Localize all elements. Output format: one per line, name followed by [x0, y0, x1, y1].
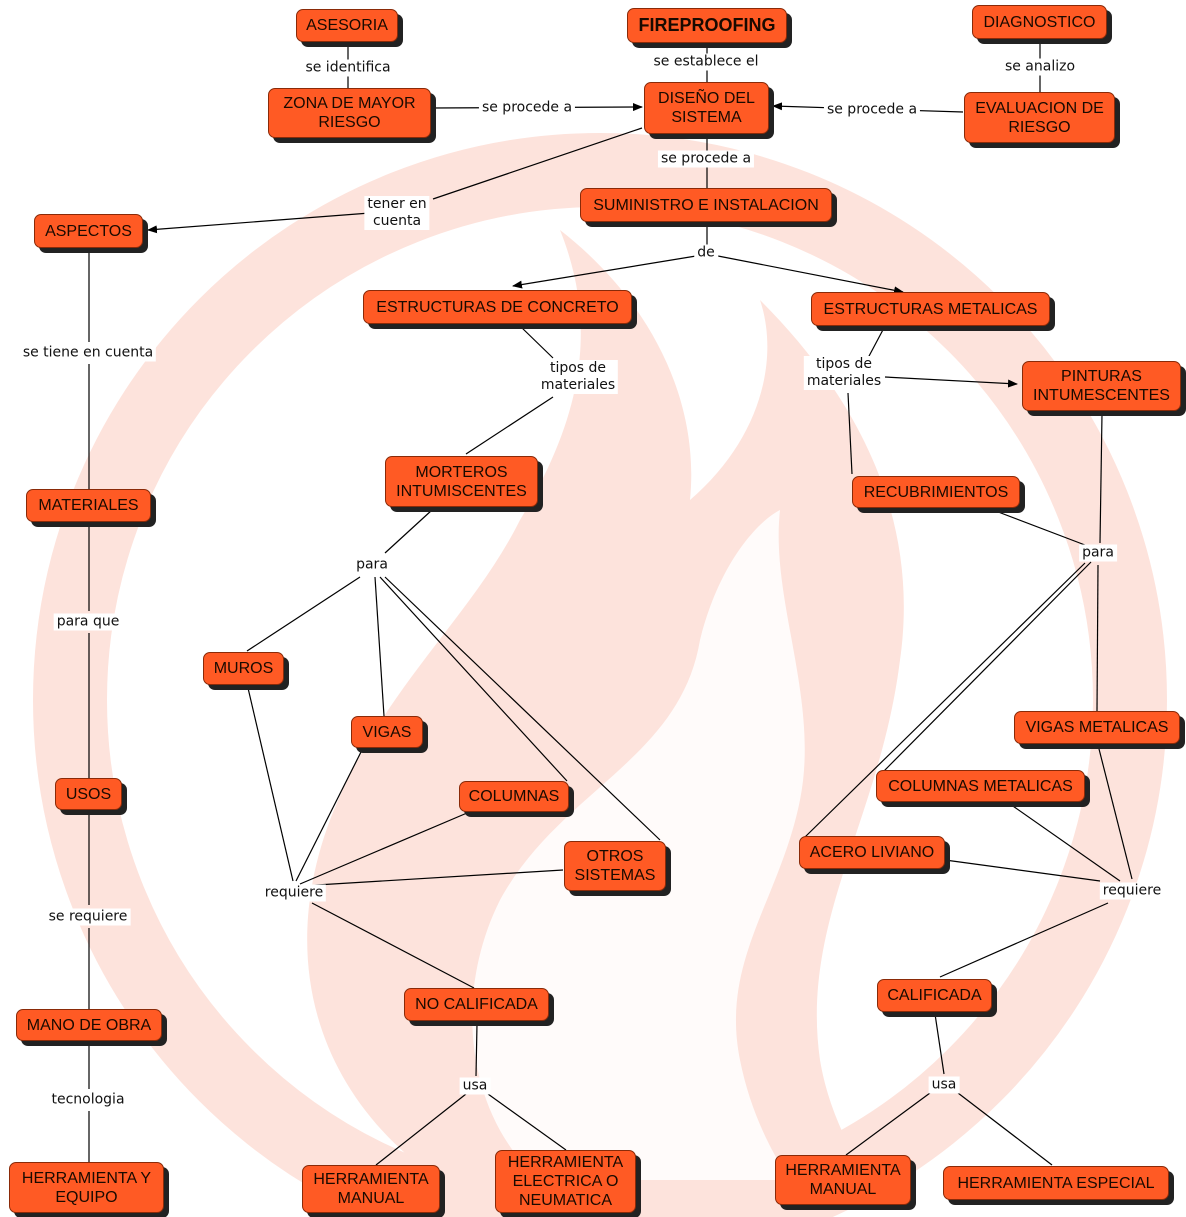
node-vigas: VIGAS: [351, 716, 423, 748]
node-diseno-sistema: DISEÑO DEL SISTEMA: [644, 82, 769, 134]
node-estructuras-metalicas: ESTRUCTURAS METALICAS: [811, 292, 1050, 326]
node-herramienta-manual-2: HERRAMIENTA MANUAL: [775, 1155, 911, 1205]
node-vigas-metalicas: VIGAS METALICAS: [1014, 711, 1180, 744]
node-asesoria: ASESORIA: [296, 9, 398, 42]
node-fireproofing: FIREPROOFING: [627, 8, 787, 43]
label-de: de: [694, 244, 718, 262]
node-acero-liviano: ACERO LIVIANO: [799, 836, 945, 869]
label-se-procede-evaluacion: se procede a: [823, 101, 921, 119]
label-se-requiere: se requiere: [45, 908, 131, 926]
label-se-establece: se establece el: [650, 53, 762, 71]
label-tipos-materiales-metalicas: tipos de materiales: [803, 356, 885, 390]
node-materiales: MATERIALES: [26, 489, 151, 522]
node-recubrimientos: RECUBRIMIENTOS: [852, 476, 1020, 508]
label-tipos-materiales-concreto: tipos de materiales: [537, 360, 619, 394]
node-muros: MUROS: [203, 652, 284, 685]
label-se-analizo: se analizo: [1001, 58, 1079, 76]
node-herramienta-manual-1: HERRAMIENTA MANUAL: [302, 1165, 440, 1213]
label-tecnologia: tecnologia: [48, 1091, 128, 1109]
label-se-procede-zona: se procede a: [478, 99, 576, 117]
node-morteros-intumiscentes: MORTEROS INTUMISCENTES: [385, 456, 538, 507]
label-se-tiene-en-cuenta: se tiene en cuenta: [19, 344, 157, 362]
label-para-concreto: para: [353, 556, 391, 574]
label-usa-calificada: usa: [928, 1076, 960, 1094]
label-para-que: para que: [53, 613, 123, 631]
label-tener-en-cuenta: tener en cuenta: [364, 196, 430, 230]
node-herramienta-especial: HERRAMIENTA ESPECIAL: [943, 1166, 1169, 1200]
label-se-identifica: se identifica: [302, 59, 394, 77]
node-pinturas-intumescentes: PINTURAS INTUMESCENTES: [1022, 361, 1181, 411]
label-usa-no-calificada: usa: [459, 1077, 491, 1095]
label-requiere-metalicas: requiere: [1099, 882, 1165, 900]
node-columnas-metalicas: COLUMNAS METALICAS: [876, 770, 1085, 802]
label-requiere-concreto: requiere: [261, 884, 327, 902]
label-para-metalicas: para: [1079, 544, 1117, 562]
node-calificada: CALIFICADA: [877, 979, 992, 1012]
node-columnas: COLUMNAS: [459, 781, 569, 812]
node-otros-sistemas: OTROS SISTEMAS: [564, 841, 666, 891]
node-usos: USOS: [55, 778, 122, 810]
label-se-procede-suministro: se procede a: [657, 150, 755, 168]
node-herramienta-electrica-neumatica: HERRAMIENTA ELECTRICA O NEUMATICA: [495, 1150, 636, 1213]
node-mano-de-obra: MANO DE OBRA: [16, 1009, 162, 1041]
node-diagnostico: DIAGNOSTICO: [972, 5, 1107, 39]
node-estructuras-concreto: ESTRUCTURAS DE CONCRETO: [363, 290, 632, 324]
node-no-calificada: NO CALIFICADA: [404, 988, 549, 1021]
node-zona-mayor-riesgo: ZONA DE MAYOR RIESGO: [268, 88, 431, 138]
node-evaluacion-riesgo: EVALUACION DE RIESGO: [964, 92, 1115, 143]
node-herramienta-equipo: HERRAMIENTA Y EQUIPO: [9, 1162, 164, 1213]
node-aspectos: ASPECTOS: [34, 214, 143, 248]
node-suministro-instalacion: SUMINISTRO E INSTALACION: [580, 188, 832, 222]
